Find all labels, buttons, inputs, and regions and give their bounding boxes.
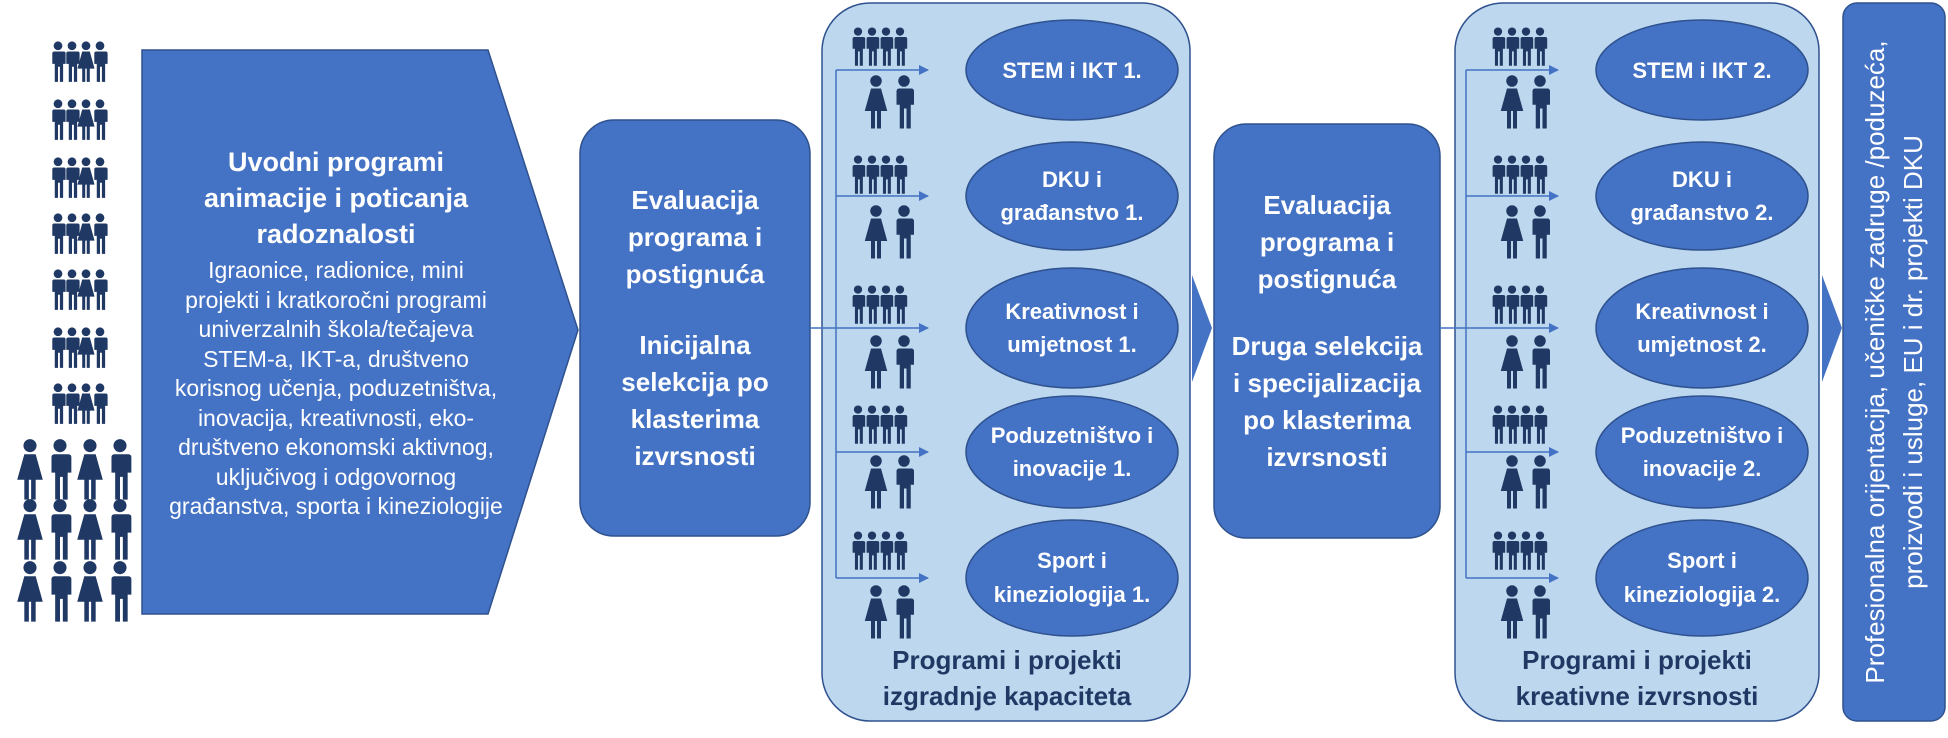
panel2-ellipse-2: [1595, 141, 1809, 251]
panel1-ellipse-1: [965, 19, 1179, 121]
panel1-ellipse-3: [965, 267, 1179, 389]
person-icon: [94, 99, 108, 140]
intro-chevron: [141, 49, 579, 615]
person-icon: [77, 157, 95, 198]
panel2-footer: Programi i projekti kreativne izvrsnosti: [1515, 645, 1759, 711]
person-icon: [77, 41, 95, 82]
person-icon: [66, 157, 80, 198]
panel2-item-1: STEM i IKT 2.: [1632, 57, 1772, 83]
panel2-ellipses: [1595, 19, 1809, 637]
person-icon: [77, 439, 103, 500]
person-icon: [111, 439, 132, 500]
person-icon: [52, 213, 66, 254]
final-text: Profesionalna orijentacija, učeničke zad…: [1860, 40, 1928, 684]
person-icon: [77, 213, 95, 254]
person-icon: [52, 99, 66, 140]
panel2-item-3: Kreativnost i umjetnost 2.: [1635, 299, 1769, 357]
person-icon: [77, 383, 95, 424]
small-chevron-2: [1822, 275, 1842, 382]
intro-text-block: Uvodni programi animacije i poticanja ra…: [168, 78, 504, 588]
person-icon: [66, 383, 80, 424]
person-icon: [66, 269, 80, 310]
panel1-item-2: DKU i građanstvo 1.: [1000, 167, 1144, 225]
panel1-item-1: STEM i IKT 1.: [1002, 57, 1142, 83]
panel1-item-3: Kreativnost i umjetnost 1.: [1005, 299, 1139, 357]
person-icon: [111, 499, 132, 560]
panel1-ellipse-2: [965, 141, 1179, 251]
person-icon: [51, 499, 72, 560]
panel1-item-4: Poduzetništvo i inovacije 1.: [990, 423, 1154, 481]
person-icon: [51, 439, 72, 500]
evaluation1-subtitle: Inicijalna selekcija po klasterima izvrs…: [621, 329, 769, 471]
person-icon: [52, 269, 66, 310]
person-icon: [77, 561, 103, 622]
person-icon: [77, 269, 95, 310]
person-icon: [77, 327, 95, 368]
person-icon: [17, 439, 43, 500]
person-icon: [66, 327, 80, 368]
panel1-footer: Programi i projekti izgradnje kapaciteta: [882, 645, 1132, 711]
person-icon: [52, 41, 66, 82]
person-icon: [77, 99, 95, 140]
small-chevron-1: [1192, 275, 1212, 382]
person-icon: [51, 561, 72, 622]
person-icon: [94, 327, 108, 368]
panel1-ellipse-5: [965, 519, 1179, 637]
panel1-connectors: [810, 65, 929, 583]
person-icon: [17, 561, 43, 622]
intro-title: Uvodni programi animacije i poticanja ra…: [203, 147, 469, 250]
person-icon: [77, 499, 103, 560]
evaluation2-subtitle: Druga selekcija i specijalizacija po kla…: [1231, 330, 1423, 472]
evaluation2-text-block: Evaluacija programa i postignuća Druga s…: [1222, 132, 1432, 530]
evaluation1-title: Evaluacija programa i postignuća: [625, 184, 765, 289]
evaluation1-text-block: Evaluacija programa i postignuća Inicija…: [592, 128, 798, 528]
person-icon: [17, 499, 43, 560]
panel1-ellipse-4: [965, 395, 1179, 509]
person-icon: [94, 383, 108, 424]
panel2-ellipse-3: [1595, 267, 1809, 389]
person-icon: [94, 213, 108, 254]
panel2-connectors: [1440, 65, 1559, 583]
person-icon: [94, 41, 108, 82]
person-icon: [52, 327, 66, 368]
person-icon: [111, 561, 132, 622]
person-icon: [94, 157, 108, 198]
panel2-item-4: Poduzetništvo i inovacije 2.: [1620, 423, 1784, 481]
final-box: [1842, 2, 1946, 722]
evaluation2-box: [1213, 123, 1441, 539]
person-icon: [66, 213, 80, 254]
panel2-item-2: DKU i građanstvo 2.: [1630, 167, 1774, 225]
panel1-ellipses: [965, 19, 1179, 637]
panel2-item-5: Sport i kineziologija 2.: [1623, 548, 1781, 607]
panel2-ellipse-5: [1595, 519, 1809, 637]
person-icon: [66, 41, 80, 82]
panel2-ellipse-1: [1595, 19, 1809, 121]
people-icons-left: [17, 41, 132, 622]
person-icon: [94, 269, 108, 310]
intro-body: Igraonice, radionice, mini projekti i kr…: [169, 257, 503, 520]
evaluation2-title: Evaluacija programa i postignuća: [1257, 189, 1397, 294]
panel2-ellipse-4: [1595, 395, 1809, 509]
person-icon: [66, 99, 80, 140]
panel1-item-5: Sport i kineziologija 1.: [993, 548, 1151, 607]
person-icon: [52, 157, 66, 198]
person-icon: [52, 383, 66, 424]
